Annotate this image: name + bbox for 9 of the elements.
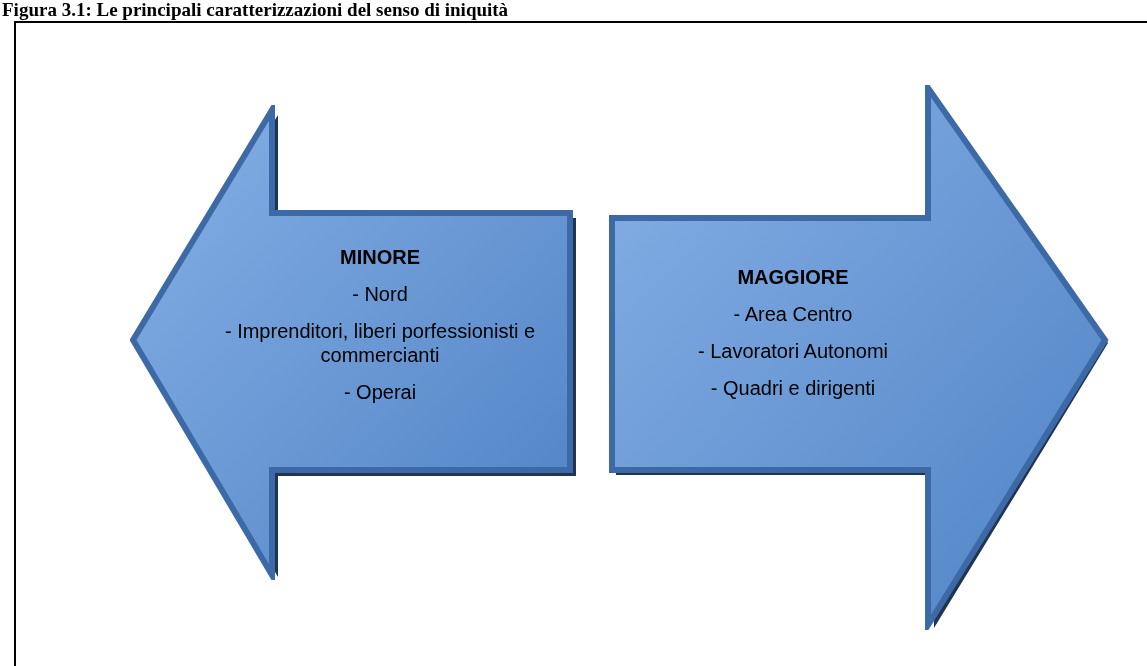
arrow-heading: MINORE [340,245,420,269]
arrow-list-item: - Operai [343,380,417,404]
arrow-list-item: - Area Centro [733,302,853,326]
arrow-list-item: - Imprenditori, liberi porfessionisti e commercianti [223,319,537,367]
arrow-heading: MAGGIORE [737,265,849,289]
figure-title: Figura 3.1: Le principali caratterizzazioni del senso di iniquità [2,0,509,20]
arrow-list-item: - Nord [352,282,408,306]
arrow-list-item: - Quadri e dirigenti [710,376,876,400]
arrow-list-item: - Lavoratori Autonomi [697,339,889,363]
